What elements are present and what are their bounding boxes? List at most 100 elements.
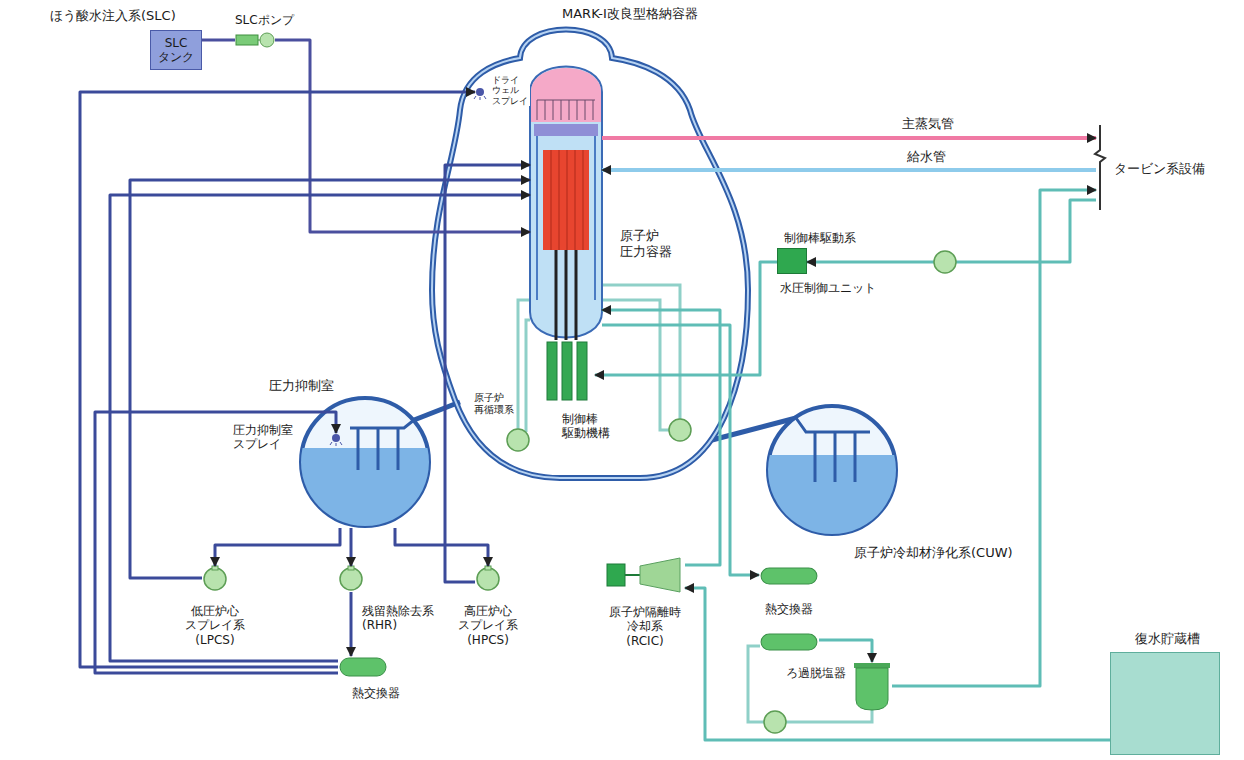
node-label: 制御棒 駆動機構 [560, 412, 612, 441]
turbine-pump: 原子炉隔離時 冷却系 (RCIC) [605, 556, 685, 594]
spray-nozzle: 圧力抑制室 スプレイ [331, 433, 341, 443]
heat-exchanger-shape [338, 656, 388, 678]
node-label: SLC タンク [158, 36, 194, 65]
system-label: 原子炉 再循環系 [472, 392, 516, 416]
drawing-part [556, 250, 576, 340]
node-label: ドライ ウェル スプレイ [490, 75, 530, 106]
pipe-connector [602, 325, 759, 575]
drawing-part [1095, 125, 1105, 210]
filter-demineralizer: ろ過脱塩器 [852, 662, 892, 710]
drawing-part [537, 100, 595, 120]
system-label: 原子炉冷却材浄化系(CUW) [852, 545, 1015, 561]
node-label: SLCポンプ [233, 13, 296, 27]
drawing-part [607, 564, 625, 586]
drawing-part [602, 300, 669, 430]
control-rod-drive: 制御棒 駆動機構 [540, 342, 595, 402]
drawing-part [531, 68, 601, 122]
drawing-part [856, 668, 888, 710]
drawing-part [577, 342, 587, 400]
drawing-part [348, 566, 354, 570]
drawing-part [474, 96, 486, 100]
pipe-connector [395, 528, 488, 566]
pump-box-shape [235, 30, 275, 50]
drawing-part [854, 663, 890, 668]
cleanup-pipe [748, 646, 872, 722]
node-label: 原子炉隔離時 冷却系 (RCIC) [607, 605, 683, 648]
pipe-label: 主蒸気管 [900, 116, 956, 132]
drawing-part [768, 406, 896, 534]
pipe-connector [685, 588, 1110, 740]
pipe-connector [350, 528, 353, 566]
pipe-connector [80, 92, 475, 667]
system-label: ほう酸水注入系(SLC) [48, 8, 178, 24]
spray-nozzle-shape [475, 87, 485, 97]
heat-exchanger: 熱交換器 [759, 566, 819, 652]
drawing-part [625, 574, 640, 576]
node-label: 復水貯蔵槽 [1133, 631, 1202, 647]
pipe-label: 給水管 [905, 149, 948, 165]
reactor-vessel-shape [530, 62, 602, 342]
drawing-part [562, 342, 572, 400]
turbine-boundary: タービン系設備 [1096, 125, 1104, 210]
pipe-connector [350, 592, 353, 656]
node-label: タービン系設備 [1112, 161, 1207, 177]
heat-exchanger: 熱交換器 [338, 656, 388, 678]
drawing-part [476, 88, 484, 96]
drawing-part [330, 442, 342, 446]
pump-symbol-shape [202, 566, 228, 592]
drawing-part [301, 398, 429, 526]
control-rod-drive-shape [540, 342, 595, 402]
drawing-part [534, 124, 598, 136]
pump-symbol-shape [475, 566, 501, 592]
drawing-part [768, 455, 896, 534]
suppression-chamber: 圧力抑制室圧力抑制室 スプレイ [299, 396, 431, 528]
drawing-part [340, 568, 362, 590]
drawing-part [236, 35, 258, 45]
drawing-part [350, 420, 414, 470]
drawing-part [212, 566, 218, 570]
turbine-boundary-shape [1096, 125, 1104, 210]
node-label: 制御棒駆動系 [782, 231, 858, 245]
drawing-part [332, 434, 340, 442]
drawing-part [432, 30, 748, 479]
pipe-connector [445, 165, 530, 582]
pipe-connector [202, 39, 235, 42]
drawing-part [640, 558, 680, 592]
drawing-part [414, 402, 460, 420]
node-label: MARK-Ⅰ改良型格納容器 [560, 6, 700, 22]
node-label: 熱交換器 [765, 602, 813, 616]
pipe-connector [215, 528, 340, 566]
drawing-part [432, 30, 748, 479]
tank-box: SLC タンク [150, 30, 202, 70]
reactor-vessel: 原子炉 圧力容器 [530, 62, 602, 342]
node-label: 残留熱除去系 (RHR) [360, 604, 436, 633]
drawing-part [301, 448, 429, 526]
drawing-part [260, 33, 274, 47]
hydraulic-unit: 制御棒駆動系水圧制御ユニット [777, 248, 807, 274]
node-label: 低圧炉心 スプレイ系 (LPCS) [183, 604, 247, 647]
drawing-part [764, 711, 786, 733]
drawing-part [934, 251, 956, 273]
node-label: 熱交換器 [350, 686, 402, 700]
drawing-part [485, 566, 491, 570]
pipe-connector [819, 640, 872, 662]
filter-demineralizer-shape [852, 662, 892, 710]
suppression-chamber [768, 406, 896, 534]
node-label: 原子炉 圧力容器 [618, 228, 674, 259]
drawing-part [340, 658, 386, 676]
drawing-part [507, 429, 529, 451]
drawing-part [761, 568, 817, 584]
pump-symbol: 残留熱除去系 (RHR) [338, 566, 364, 592]
node-label: 圧力抑制室 [267, 378, 336, 394]
pipe-connector [892, 190, 1096, 686]
suppression-chamber-shape [299, 396, 431, 528]
node-label: 高圧炉心 スプレイ系 (HPCS) [456, 604, 520, 647]
drawing-part [761, 634, 817, 650]
pipe-connector [602, 168, 1096, 172]
turbine-pump-shape [605, 556, 685, 594]
drawing-part [602, 285, 680, 419]
spray-nozzle: ドライ ウェル スプレイ [475, 87, 485, 97]
drawing-part [796, 418, 870, 482]
drawing-part [526, 320, 530, 432]
